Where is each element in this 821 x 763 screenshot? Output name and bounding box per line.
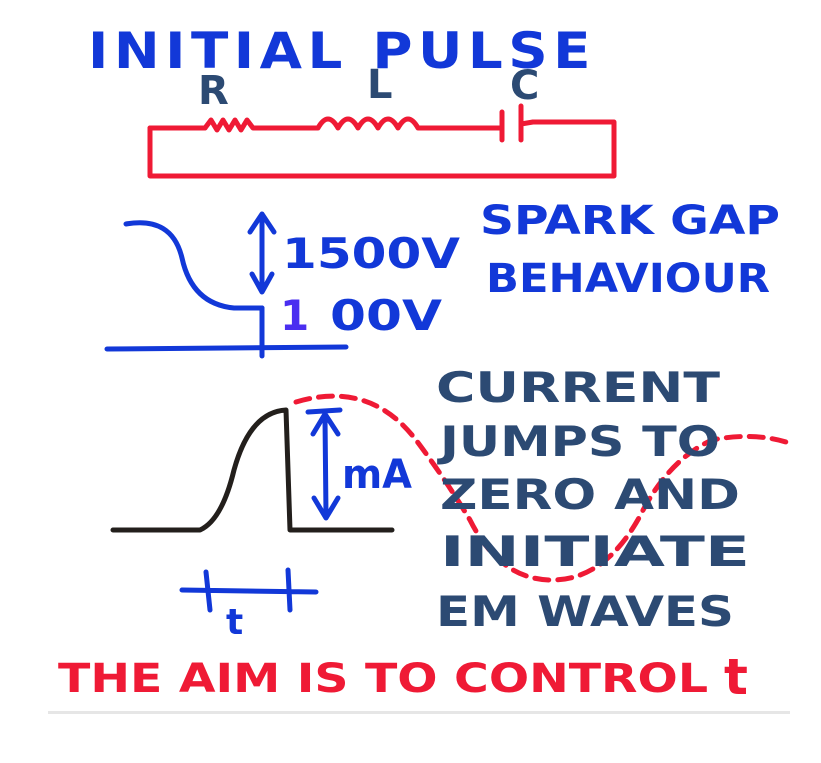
footer-time-symbol: t bbox=[724, 648, 748, 706]
current-text-line-5: EM WAVES bbox=[436, 587, 734, 636]
current-explanation: CURRENT JUMPS TO ZERO AND INITIATE EM WA… bbox=[436, 363, 750, 636]
voltage-baseline bbox=[104, 344, 349, 352]
current-pulse bbox=[110, 407, 395, 533]
milliamp-label: mA bbox=[342, 452, 412, 498]
voltage-label-bottom-prefix: 1 bbox=[280, 291, 309, 340]
circuit-wire-bottom bbox=[147, 119, 617, 179]
current-text-line-4: INITIATE bbox=[440, 527, 750, 576]
rlc-circuit bbox=[147, 103, 617, 179]
diagram-title: INITIAL PULSE bbox=[88, 22, 596, 80]
voltage-label-bottom-rest: 00V bbox=[330, 291, 443, 340]
spark-gap-label-line2: BEHAVIOUR bbox=[486, 256, 770, 302]
voltage-label-top: 1500V bbox=[282, 229, 461, 278]
capacitor-label: C bbox=[510, 63, 539, 109]
inductor-label: L bbox=[367, 62, 393, 108]
voltage-arrow-top bbox=[247, 211, 277, 295]
card-bottom-edge bbox=[48, 711, 790, 714]
current-text-line-2: JUMPS TO bbox=[436, 417, 720, 466]
footer-text: THE AIM IS TO CONTROL bbox=[58, 656, 708, 702]
time-interval-marker bbox=[179, 567, 319, 613]
voltage-step-curve bbox=[123, 220, 265, 311]
inductor-symbol bbox=[297, 116, 503, 131]
current-text-line-1: CURRENT bbox=[436, 363, 720, 412]
current-amplitude-arrow bbox=[305, 407, 343, 521]
current-text-line-3: ZERO AND bbox=[440, 470, 740, 519]
current-pulse-curve bbox=[110, 407, 395, 533]
em-wave-dashed bbox=[293, 393, 789, 583]
capacitor-symbol bbox=[497, 103, 536, 143]
time-label: t bbox=[226, 602, 243, 643]
resistor-label: R bbox=[198, 68, 229, 114]
resistor-symbol bbox=[202, 117, 303, 133]
spark-gap-waveform bbox=[104, 211, 349, 359]
spark-gap-label-line1: SPARK GAP bbox=[480, 198, 780, 244]
